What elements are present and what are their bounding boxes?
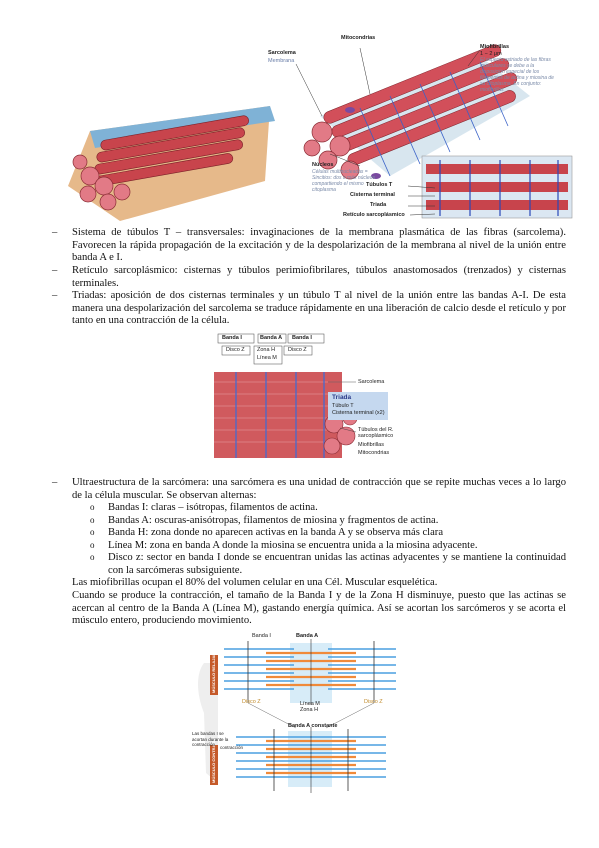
label-banda-a-constante: Banda A constante [288, 723, 338, 729]
bullet-triadas: Triadas: aposición de dos cisternas term… [72, 290, 566, 327]
label-triada-2: Triada [332, 394, 352, 401]
label-tubulos-t: Túbulos T [366, 182, 393, 188]
label-disco-z-right-3: Disco Z [364, 699, 383, 705]
paragraph-miofibrillas: Las miofibrillas ocupan el 80% del volum… [72, 577, 438, 588]
sub-bullet-linea-m: Línea M: zona en banda A donde la miosin… [108, 540, 478, 551]
sarcomere-illustration [198, 639, 396, 793]
label-sarcolema: Sarcolema [268, 50, 296, 56]
sub-bullet-bandas-i: Bandas I: claras – isótropas, filamentos… [108, 502, 318, 513]
label-disco-z-left: Disco Z [226, 347, 245, 353]
note-sincitios: Células multinucleadas = Sincitios: dos … [312, 169, 376, 193]
label-banda-i-top: Banda I [252, 633, 271, 639]
triad-illustration [214, 333, 388, 458]
label-nucleos: Núcleos [312, 162, 334, 168]
figure-sarcomere-contraction: Banda I Banda A Zona H Línea M Disco Z D… [192, 633, 418, 801]
label-banda-i-left: Banda I [222, 335, 242, 341]
bullet-dash: – [52, 265, 58, 276]
sub-bullet-disco-z: Disco z: sector en banda I donde se encu… [108, 552, 566, 576]
sub-bullet-marker: o [90, 540, 95, 550]
label-contraccion: contracción [220, 745, 244, 750]
label-zona-h-3: Zona H [300, 707, 319, 713]
label-cisterna-terminal: Cisterna terminal [350, 192, 395, 198]
label-linea-m: Línea M [257, 355, 277, 361]
label-reticulo: Retículo sarcoplásmico [343, 212, 405, 218]
label-miofibrillas-2: Miofibrillas [358, 442, 384, 448]
bullet-dash: – [52, 477, 58, 488]
bullet-tubulos-t: Sistema de túbulos T – transversales: in… [72, 227, 566, 264]
figure-triad: Banda I Banda A Banda I Disco Z Zona H L… [200, 332, 400, 462]
bullet-reticulo: Retículo sarcoplásmico: cisternas y túbu… [72, 265, 566, 289]
label-size: 1 − 2 μm [480, 51, 502, 57]
label-disco-z-left-3: Disco Z [242, 699, 261, 705]
tag-relajado: MÚSCULO RELAJADO [211, 649, 216, 693]
bullet-dash: – [52, 290, 58, 301]
label-tubulo-t: Túbulo T [332, 403, 354, 409]
paragraph-contraccion: Cuando se produce la contracción, el tam… [72, 590, 566, 627]
label-sarcolema-2: Sarcolema [358, 379, 385, 385]
sub-bullet-marker: o [90, 502, 95, 512]
note-estriado: El aspecto estriado de las fibras muscul… [480, 57, 554, 93]
label-cisterna: Cisterna terminal (x2) [332, 410, 385, 416]
sub-bullet-bandas-a: Bandas A: oscuras-anisótropas, filamento… [108, 515, 439, 526]
bullet-dash: – [52, 227, 58, 238]
label-mitocondrias: Mitocondrias [341, 35, 376, 41]
figure-muscle-fiber: Mitocondrias Sarcolema Membrana Miofibri… [60, 35, 580, 222]
muscle-fiber-illustration [68, 44, 573, 221]
label-banda-a-top: Banda A [296, 633, 319, 639]
label-banda-a: Banda A [260, 335, 283, 341]
note-bandas-i-acortan: Las bandas I se acortan durante la contr… [192, 731, 229, 747]
label-triada: Triada [370, 202, 387, 208]
label-linea-m-3: Línea M [300, 701, 320, 707]
tag-contraido: MÚSCULO CONTRAÍDO [211, 737, 216, 783]
label-zona-h: Zona H [257, 347, 276, 353]
sub-bullet-banda-h: Banda H: zona donde no aparecen activas … [108, 527, 444, 538]
ultraestructura-intro: Ultraestructura de la sarcómera: una sar… [72, 477, 566, 501]
label-mitocondrias-2: Mitocondrias [358, 450, 390, 456]
sub-bullet-marker: o [90, 527, 95, 537]
label-miofibrillas: Miofibrillas [480, 44, 510, 50]
label-banda-i-right: Banda I [292, 335, 312, 341]
sub-bullet-marker: o [90, 552, 95, 562]
sub-bullet-marker: o [90, 515, 95, 525]
label-disco-z-right: Disco Z [288, 347, 307, 353]
label-tubulos-r: Túbulos del R. sarcoplásmico [358, 427, 394, 439]
label-membrana: Membrana [268, 58, 295, 64]
